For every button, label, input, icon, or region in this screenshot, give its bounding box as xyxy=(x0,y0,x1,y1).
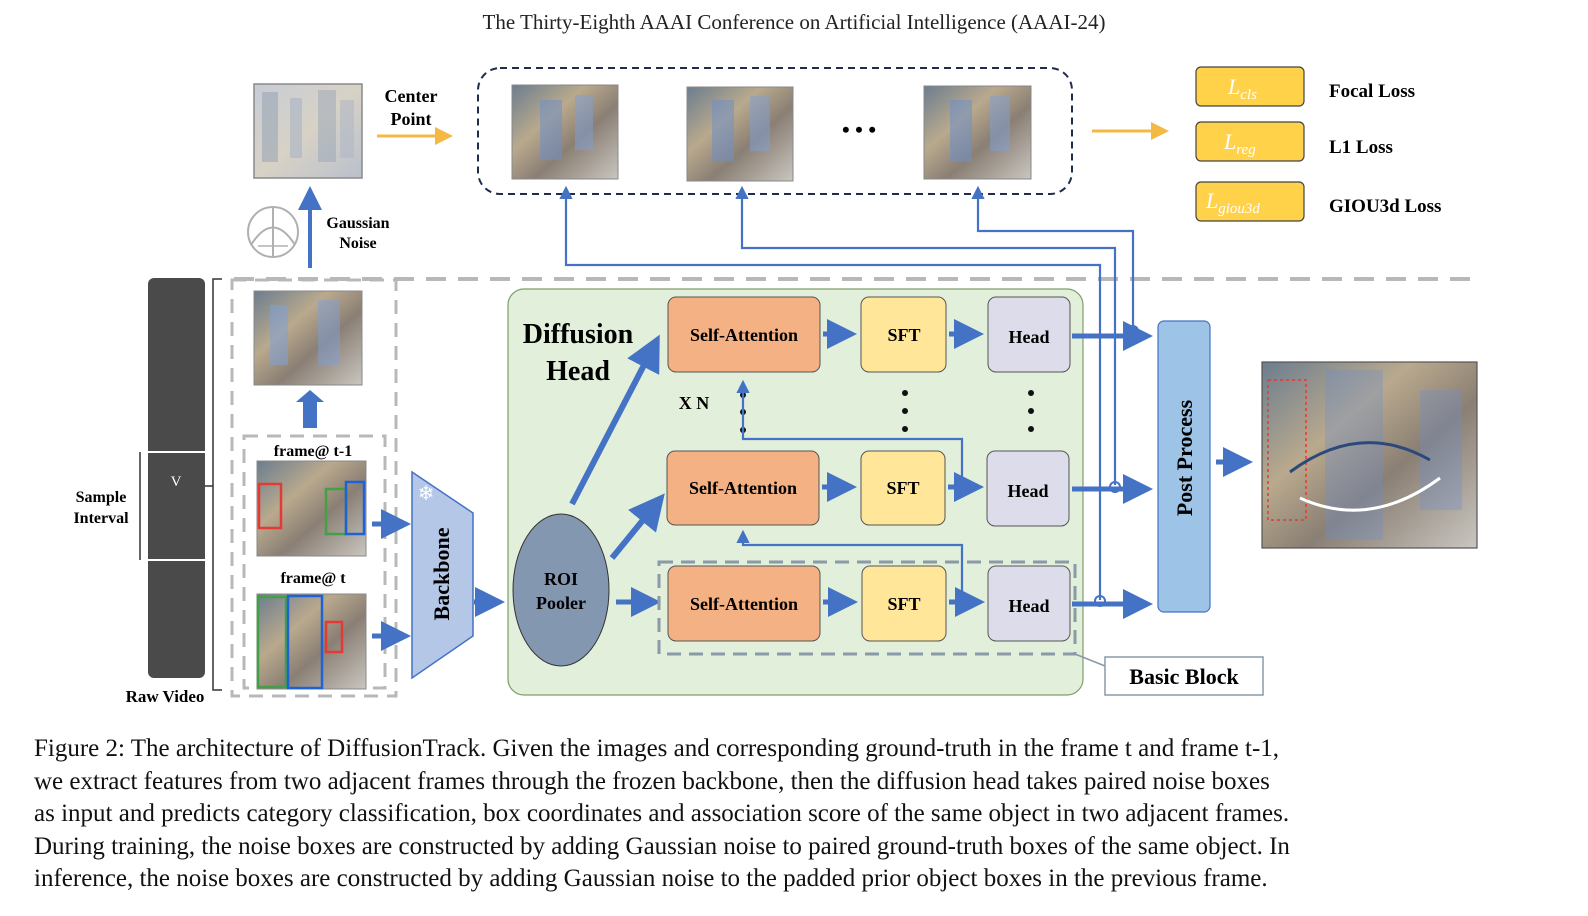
gaussian-noise-label-line1: Gaussian xyxy=(326,215,389,232)
fused-image xyxy=(253,290,363,386)
noisy-image xyxy=(253,83,363,179)
head-label-3: Head xyxy=(1008,596,1049,616)
focal-loss-label: Focal Loss xyxy=(1329,81,1415,102)
sample-interval-line1: Sample xyxy=(76,489,127,506)
svg-text:Lcls: Lcls xyxy=(1227,74,1257,103)
caption-line-2: we extract features from two adjacent fr… xyxy=(34,767,1270,795)
basic-block-outline xyxy=(657,560,1077,656)
sft-block-2 xyxy=(860,450,946,526)
loss-cls: Lcls Focal Loss xyxy=(1195,66,1415,107)
sft-label-1: SFT xyxy=(887,325,920,345)
roi-pooler-label-line2: Pooler xyxy=(536,593,586,613)
repeat-dots xyxy=(740,390,1034,433)
backbone-block xyxy=(411,470,474,680)
raw-video-label: Raw Video xyxy=(126,687,205,706)
self-attention-label-3: Self-Attention xyxy=(690,594,798,614)
frame-t-image xyxy=(256,593,367,690)
sft-label-3: SFT xyxy=(887,594,920,614)
caption-line-4: During training, the noise boxes are con… xyxy=(34,832,1290,860)
frame-t1-image xyxy=(256,460,367,557)
loss-giou3d: Lgiou3d GIOU3d Loss xyxy=(1195,181,1441,222)
output-image xyxy=(1261,361,1478,549)
head-block-3 xyxy=(987,565,1071,642)
upward-connectors xyxy=(559,185,1135,600)
backbone-label: Backbone xyxy=(429,527,454,620)
input-panel xyxy=(230,278,398,698)
sft-block-1 xyxy=(860,296,947,373)
self-attention-block-2 xyxy=(666,450,820,526)
diffusion-head-title-line1: Diffusion xyxy=(523,319,634,350)
svg-text:Lreg: Lreg xyxy=(1223,129,1256,158)
basic-block-label: Basic Block xyxy=(1129,664,1239,689)
head-block-2 xyxy=(986,450,1070,527)
frame-t-label: frame@ t xyxy=(280,570,346,587)
self-attention-block-3 xyxy=(667,565,821,642)
frame-t1-label: frame@ t-1 xyxy=(274,443,352,460)
sample-interval-line2: Interval xyxy=(73,510,129,527)
noise-box-image-2 xyxy=(686,86,794,182)
raw-video-bracket xyxy=(212,278,222,691)
head-label-2: Head xyxy=(1007,481,1048,501)
caption-line-3: as input and predicts category classific… xyxy=(34,800,1290,827)
sft-label-2: SFT xyxy=(886,478,919,498)
l1-loss-label: L1 Loss xyxy=(1329,137,1393,158)
gaussian-noise-icon xyxy=(247,206,299,258)
snowflake-icon: ❄ xyxy=(418,483,435,505)
ellipsis: • • • xyxy=(842,117,876,142)
head-block-1 xyxy=(987,296,1071,373)
gaussian-noise-label-line2: Noise xyxy=(339,235,376,252)
self-attention-label-2: Self-Attention xyxy=(689,478,797,498)
conference-header: The Thirty-Eighth AAAI Conference on Art… xyxy=(482,10,1106,34)
xn-label: X N xyxy=(679,393,710,413)
post-process-block xyxy=(1157,320,1211,613)
raw-video-bar xyxy=(148,278,205,678)
noise-box-image-1 xyxy=(511,84,619,180)
diffusion-head-title-line2: Head xyxy=(546,356,610,387)
noise-boxes-container xyxy=(477,67,1073,195)
caption-line-5: inference, the noise boxes are construct… xyxy=(34,865,1268,892)
roi-pooler-label-line1: ROI xyxy=(544,569,578,589)
giou3d-loss-label: GIOU3d Loss xyxy=(1329,196,1441,217)
caption-line-1: Figure 2: The architecture of DiffusionT… xyxy=(34,735,1280,762)
self-attention-label-1: Self-Attention xyxy=(690,325,798,345)
loss-reg: Lreg L1 Loss xyxy=(1195,121,1393,162)
post-process-label: Post Process xyxy=(1172,399,1197,516)
head-label-1: Head xyxy=(1008,327,1049,347)
v-label: V xyxy=(171,474,182,490)
architecture-diagram: Gaussian Noise Center Point • • • Lcls F… xyxy=(73,66,1478,706)
center-point-label-line1: Center xyxy=(385,86,438,106)
basic-block-label-box xyxy=(1104,656,1264,696)
center-point-label-line2: Point xyxy=(390,109,431,129)
noise-box-image-3 xyxy=(923,85,1032,180)
sft-block-3 xyxy=(861,565,947,642)
self-attention-block-1 xyxy=(667,296,821,373)
figure-caption: Figure 2: The architecture of DiffusionT… xyxy=(34,733,1534,896)
svg-text:Lgiou3d: Lgiou3d xyxy=(1205,188,1260,217)
feedback-connectors xyxy=(736,379,964,598)
roi-pooler xyxy=(512,513,610,667)
